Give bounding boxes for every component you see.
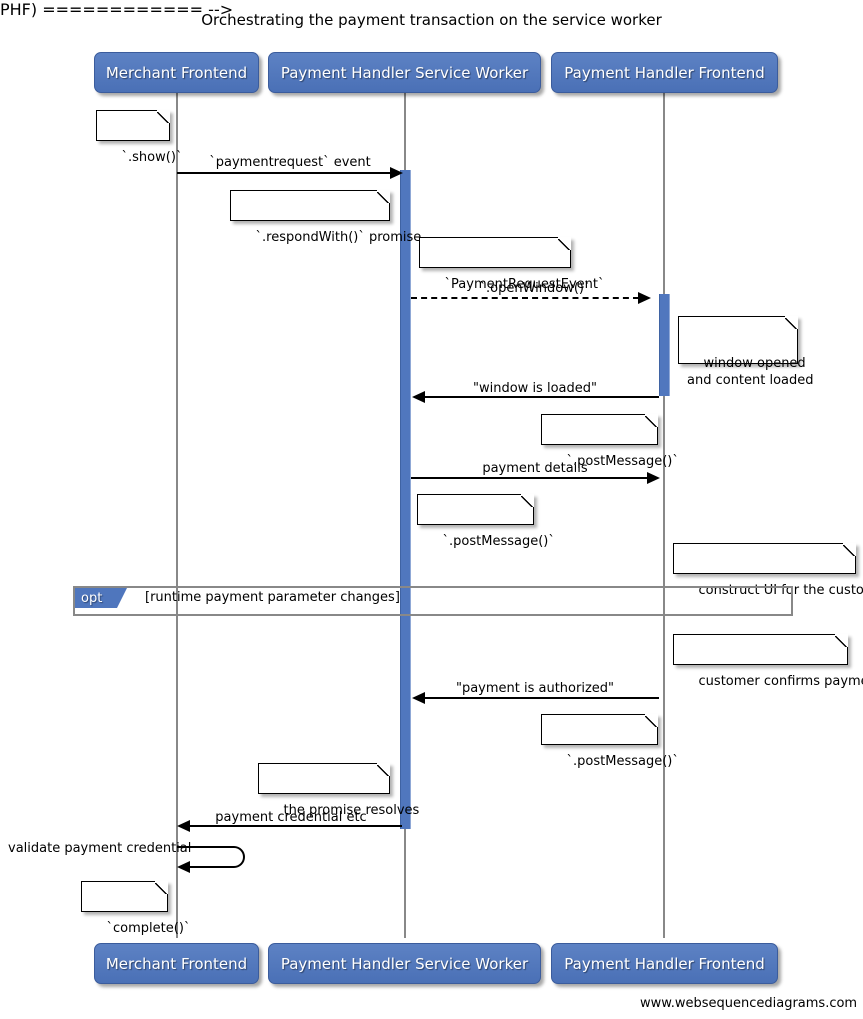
note-customer-confirms-payment: customer confirms payment (673, 634, 863, 689)
message-line-payment-details (411, 477, 648, 479)
message-text-4: "payment is authorized" (455, 681, 615, 696)
message-arrowhead-payment-details (647, 472, 660, 484)
message-text-6: validate payment credential (8, 841, 192, 856)
lifeline-payment-handler-frontend (663, 93, 665, 938)
message-text-0: `paymentrequest` event (209, 155, 371, 170)
footer-credit: www.websequencediagrams.com (640, 996, 857, 1011)
participant-foot-label-0: Merchant Frontend (105, 954, 248, 973)
message-arrowhead-payment-is-authorized (412, 692, 425, 704)
fragment-opt-condition-label: [runtime payment parameter changes] (145, 590, 400, 605)
fragment-opt-tag-label: opt (81, 590, 103, 606)
message-label-payment-credential-etc: payment credential etc (177, 810, 405, 825)
participant-head-merchant-frontend[interactable]: Merchant Frontend (94, 52, 259, 93)
message-label-payment-is-authorized: "payment is authorized" (411, 681, 659, 696)
participant-foot-merchant-frontend[interactable]: Merchant Frontend (94, 943, 259, 984)
message-line-openwindow (411, 297, 639, 299)
self-message-curve (227, 846, 245, 868)
note-text-9: the promise resolves (283, 803, 420, 818)
message-text-3: payment details (482, 461, 588, 476)
note-complete: `complete()` (81, 881, 190, 936)
note-show: `.show()` (96, 110, 182, 165)
note-text-5: `.postMessage()` (442, 534, 555, 549)
activation-bar-payment-handler-frontend (659, 294, 670, 396)
note-text-1: `.respondWith()` promise (255, 230, 422, 245)
fragment-opt-condition: [runtime payment parameter changes] (145, 590, 400, 605)
note-the-promise-resolves: the promise resolves (258, 763, 419, 818)
note-text-2: `PaymentRequestEvent` (444, 277, 605, 292)
participant-head-payment-handler-service-worker[interactable]: Payment Handler Service Worker (268, 52, 541, 93)
note-postmessage-2: `.postMessage()` (417, 494, 555, 549)
note-postmessage-3: `.postMessage()` (541, 714, 679, 769)
note-fold-icon (645, 714, 658, 727)
message-label-paymentrequest-event: `paymentrequest` event (176, 155, 404, 170)
note-postmessage-1: `.postMessage()` (541, 414, 679, 469)
participant-head-label-1: Payment Handler Service Worker (280, 63, 529, 82)
note-construct-ui: construct UI for the customer (673, 543, 863, 598)
message-arrowhead-openwindow (638, 292, 651, 304)
message-label-payment-details: payment details (411, 461, 659, 476)
note-text-10: `complete()` (106, 921, 191, 936)
participant-foot-payment-handler-service-worker[interactable]: Payment Handler Service Worker (268, 943, 541, 984)
note-fold-icon (521, 494, 534, 507)
note-text-0: `.show()` (121, 150, 183, 165)
participant-foot-payment-handler-frontend[interactable]: Payment Handler Frontend (551, 943, 778, 984)
note-text-3: window opened and content loaded (687, 356, 814, 388)
participant-head-payment-handler-frontend[interactable]: Payment Handler Frontend (551, 52, 778, 93)
footer-credit-label: www.websequencediagrams.com (640, 996, 858, 1011)
note-fold-icon (157, 110, 170, 123)
note-paymentrequestevent: `PaymentRequestEvent` (419, 237, 605, 292)
note-fold-icon (377, 190, 390, 203)
note-text-4: `.postMessage()` (566, 454, 679, 469)
note-text-7: customer confirms payment (698, 674, 863, 689)
participant-foot-label-2: Payment Handler Frontend (564, 954, 765, 973)
note-window-opened: window opened and content loaded (678, 316, 814, 388)
note-fold-icon (377, 763, 390, 776)
message-text-2: "window is loaded" (473, 381, 597, 396)
message-label-window-is-loaded: "window is loaded" (411, 381, 659, 396)
message-label-openwindow: `.openWindow()` (411, 281, 659, 296)
message-line-window-is-loaded (424, 396, 659, 398)
message-line-paymentrequest-event (177, 172, 392, 174)
self-message-top-segment (177, 846, 233, 848)
message-arrowhead-paymentrequest-event (390, 167, 403, 179)
note-fold-icon (835, 634, 848, 647)
fragment-opt-tag: opt (75, 588, 127, 608)
message-text-5: payment credential etc (215, 810, 367, 825)
participant-foot-label-1: Payment Handler Service Worker (280, 954, 529, 973)
self-message-arrowhead (177, 861, 190, 873)
lifeline-merchant-frontend (176, 93, 178, 938)
message-arrowhead-payment-credential-etc (177, 820, 190, 832)
message-line-payment-is-authorized (424, 697, 659, 699)
diagram-title: Orchestrating the payment transaction on… (201, 11, 662, 29)
note-respondwith-promise: `.respondWith()` promise (230, 190, 421, 245)
note-fold-icon (785, 316, 798, 329)
activation-bar-service-worker (400, 170, 411, 829)
note-fold-icon (155, 881, 168, 894)
note-fold-icon (843, 543, 856, 556)
message-arrowhead-window-is-loaded (412, 391, 425, 403)
note-fold-icon (558, 237, 571, 250)
note-fold-icon (645, 414, 658, 427)
participant-head-label-0: Merchant Frontend (105, 63, 248, 82)
message-text-1: `.openWindow()` (479, 281, 591, 296)
message-line-payment-credential-etc (190, 825, 402, 827)
self-message-validate-payment-credential (177, 846, 247, 868)
note-text-8: `.postMessage()` (566, 754, 679, 769)
fragment-opt (73, 586, 793, 616)
message-label-validate-payment-credential: validate payment credential (8, 841, 191, 856)
participant-head-label-2: Payment Handler Frontend (564, 63, 765, 82)
self-message-bottom-segment (189, 866, 233, 868)
